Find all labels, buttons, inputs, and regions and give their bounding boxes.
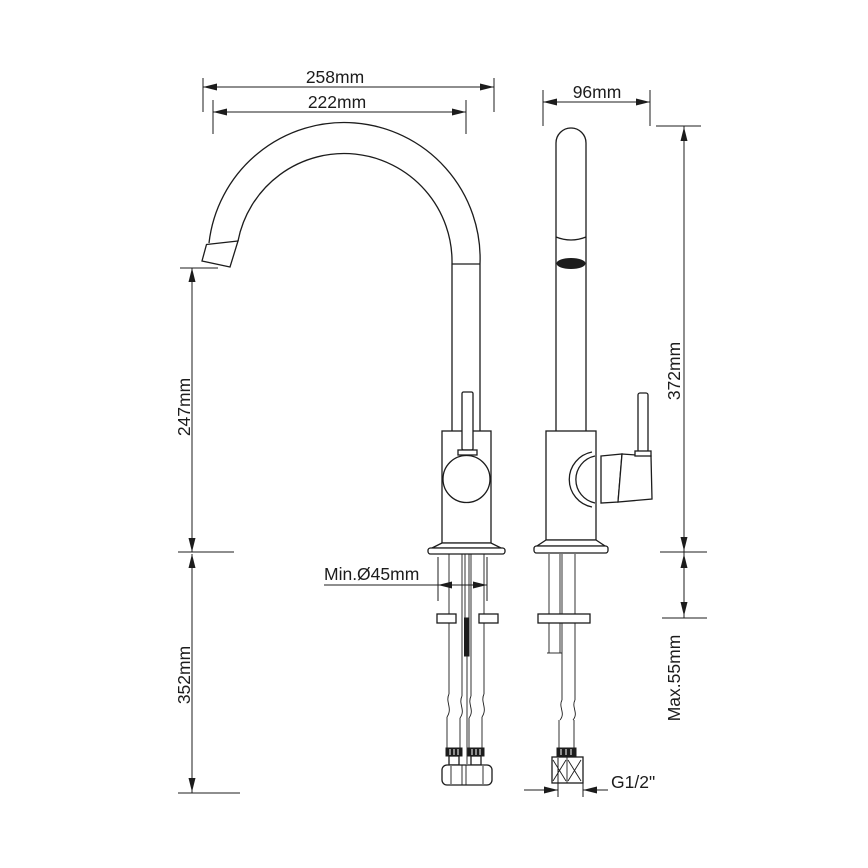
aerator-outlet-front: [556, 258, 586, 269]
handle-lever-side: [461, 391, 474, 451]
spout-inner-curve: [237, 152, 453, 431]
lever-collar-front: [634, 450, 652, 457]
handle-lever-front: [637, 392, 649, 453]
dimension-hole-diameter-45: Min.Ø45mm: [324, 557, 488, 601]
dimension-depth-96: 96mm: [542, 82, 651, 126]
handle-dome-arc-inner: [575, 455, 596, 504]
lever-collar-side: [457, 449, 478, 456]
handle-body: [617, 453, 653, 503]
base-cone-side: [431, 542, 502, 549]
dimension-thread-size-g12: G1/2": [524, 758, 655, 797]
spout-outer-curve: [208, 121, 481, 431]
supply-hose-front: [537, 554, 591, 784]
connector-nut-front: [551, 756, 584, 784]
dimension-label: 372mm: [664, 342, 684, 400]
ball-joint-side: [442, 454, 491, 504]
handle-dome-arc-outer: [568, 451, 593, 508]
dimension-label: 222mm: [308, 92, 366, 112]
mounting-tab-right: [478, 613, 499, 624]
mounting-tab-left: [436, 613, 457, 624]
spout-aerator-tip: [201, 240, 239, 268]
dimension-spout-reach-222: 222mm: [212, 92, 467, 134]
dimension-total-height-372: 372mm: [656, 125, 707, 553]
base-flange-front: [533, 545, 609, 554]
spout-joint-curve-front: [555, 236, 587, 241]
side-view: [201, 121, 506, 786]
dimension-label: Min.Ø45mm: [324, 564, 419, 584]
dimension-label: 96mm: [573, 82, 622, 102]
faucet-body-front: [545, 430, 597, 541]
dimension-label: 258mm: [306, 67, 364, 87]
mounting-nut-front: [537, 613, 591, 624]
dimension-label: 247mm: [174, 378, 194, 436]
front-view: [533, 127, 653, 784]
dimension-spout-height-247: 247mm: [174, 267, 234, 553]
supply-hoses-side: [436, 554, 499, 786]
base-cone-front: [534, 539, 608, 547]
dimension-label: G1/2": [611, 772, 655, 792]
dimension-overall-reach-258: 258mm: [202, 67, 495, 112]
dimension-hose-length-352: 352mm: [174, 554, 240, 794]
dimension-counter-thickness-55: Max.55mm: [662, 552, 707, 721]
spout-column-front: [555, 127, 587, 431]
dimension-label: Max.55mm: [664, 635, 684, 722]
hose-break-symbol-front: [559, 699, 563, 721]
hose-break-symbol: [446, 693, 450, 718]
base-flange-side: [427, 547, 506, 555]
dimension-label: 352mm: [174, 646, 194, 704]
hex-connector-nuts: [441, 764, 493, 786]
